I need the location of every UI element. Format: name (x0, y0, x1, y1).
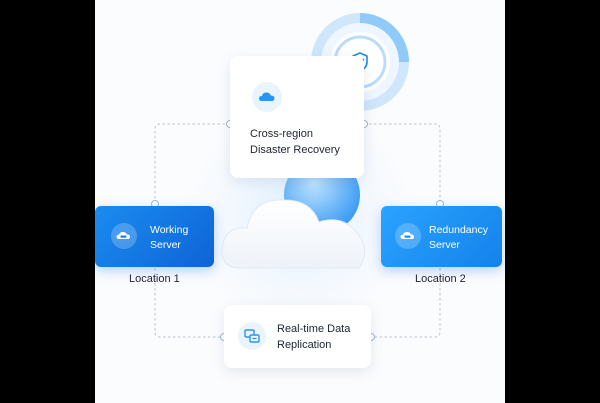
location-2-label: Location 2 (415, 273, 466, 285)
redundancy-server-card: Redundancy Server (381, 206, 502, 267)
redundancy-server-line1: Redundancy (429, 224, 488, 236)
data-sync-icon (238, 322, 266, 350)
working-server-line1: Working (150, 224, 189, 236)
working-server-line2: Server (150, 239, 181, 251)
redundancy-server-line2: Server (429, 239, 460, 251)
connector-lines (154, 123, 441, 338)
replication-card: Real-time Data Replication (224, 305, 371, 368)
cloud-icon (252, 82, 282, 112)
replication-line2: Replication (277, 339, 332, 351)
working-server-card: Working Server (95, 206, 214, 267)
server-icon (395, 223, 421, 249)
cross-region-line1: Cross-region (250, 128, 313, 140)
cross-region-card: Cross-region Disaster Recovery (230, 56, 364, 178)
server-icon (111, 223, 137, 249)
location-1-label: Location 1 (129, 273, 180, 285)
cross-region-line2: Disaster Recovery (250, 144, 340, 156)
replication-line1: Real-time Data (277, 323, 351, 335)
diagram-canvas: Cross-region Disaster Recovery Working S… (95, 0, 505, 403)
central-cloud (221, 199, 366, 269)
